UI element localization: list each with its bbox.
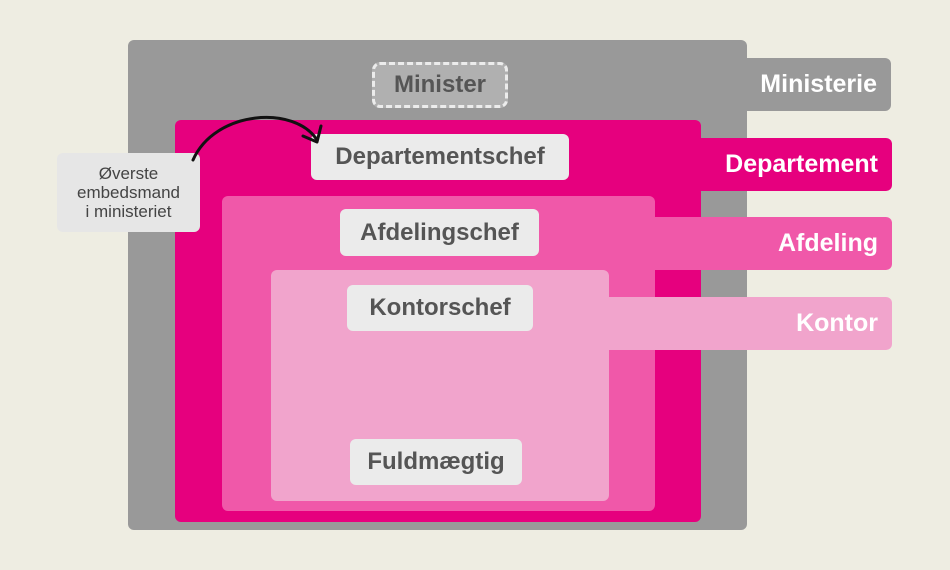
callout-line: embedsmand bbox=[76, 183, 180, 202]
departement-label: Departement bbox=[725, 150, 878, 178]
kontorschef-role: Kontorschef bbox=[347, 285, 533, 331]
departement-tab: Departement bbox=[694, 138, 892, 191]
fuldmaegtig-role: Fuldmægtig bbox=[350, 439, 522, 485]
callout-line: Øverste bbox=[98, 164, 159, 183]
afdeling-label: Afdeling bbox=[778, 229, 878, 257]
minister-role: Minister bbox=[372, 62, 508, 108]
ministerie-label: Ministerie bbox=[760, 70, 877, 98]
departementschef-role: Departementschef bbox=[311, 134, 569, 180]
curved-arrow-icon bbox=[191, 115, 323, 162]
kontor-tab: Kontor bbox=[602, 297, 892, 350]
afdeling-tab: Afdeling bbox=[648, 217, 892, 270]
ministerie-tab: Ministerie bbox=[740, 58, 891, 111]
kontor-label: Kontor bbox=[796, 309, 878, 337]
callout-note: Øverste embedsmand i ministeriet bbox=[57, 153, 200, 232]
afdelingschef-role: Afdelingschef bbox=[340, 209, 539, 256]
callout-line: i ministeriet bbox=[85, 202, 172, 221]
